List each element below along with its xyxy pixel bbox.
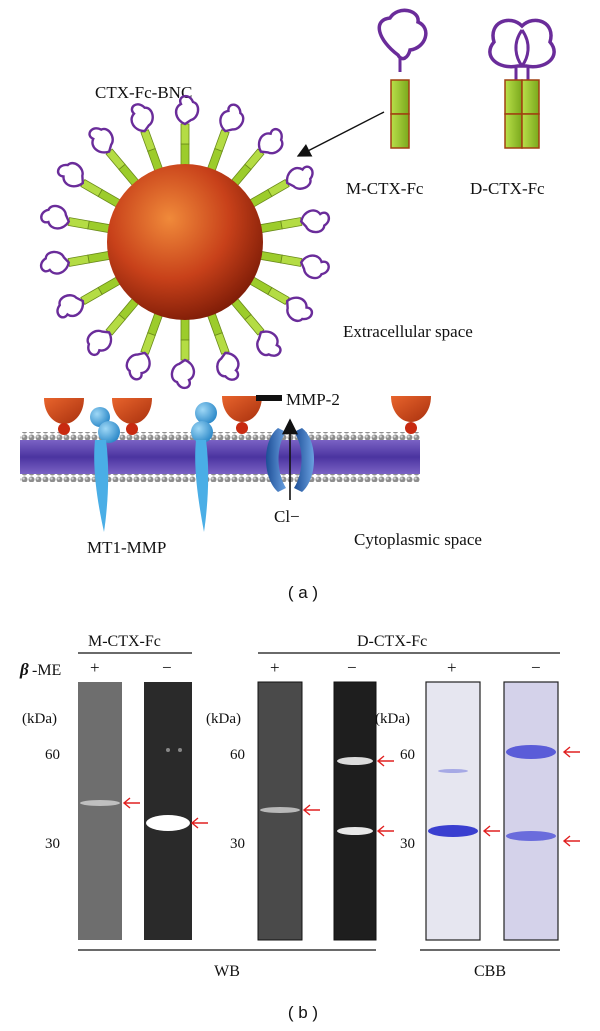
d-group-label: D-CTX-Fc (357, 633, 427, 650)
nanoparticle-core (107, 164, 263, 320)
ctx-fc-conjugates (39, 94, 331, 390)
kda-label-1: (kDa) (22, 711, 57, 727)
d-ctx-fc-label: D-CTX-Fc (470, 179, 545, 198)
cbb-label: CBB (474, 963, 506, 980)
ctx-fc-spike (248, 165, 314, 209)
lane1-plus: + (90, 658, 100, 677)
ctx-fc-spike (88, 127, 140, 187)
band-cbb-nonreduced-60 (506, 745, 556, 759)
ctx-fc-spike (248, 275, 314, 323)
ctx-fc-spike (230, 127, 284, 187)
m-ctx-fc-label: M-CTX-Fc (346, 179, 424, 198)
protein-bands (80, 745, 556, 841)
mmp2-label: MMP-2 (286, 390, 340, 409)
beta-me-label: -ME (32, 662, 61, 679)
mw60-label-1: 60 (45, 747, 60, 763)
mw30-label-1: 30 (45, 836, 60, 852)
ctx-fc-spike (86, 297, 140, 357)
extracellular-label: Extracellular space (343, 322, 473, 341)
ctx-fc-spike (56, 275, 122, 319)
ctx-fc-spike (258, 250, 330, 280)
mmp2-receptors (44, 396, 431, 435)
wb-lane-d-nonreduced (333, 681, 377, 941)
m-group-label: M-CTX-Fc (88, 633, 161, 650)
mt1-mmp-label: MT1-MMP (87, 538, 166, 557)
lane5-plus: + (447, 658, 457, 677)
mw30-label-2: 30 (230, 836, 245, 852)
band-m-reduced (80, 800, 120, 806)
cell-membrane (20, 432, 420, 482)
mw30-label-3: 30 (400, 836, 415, 852)
band-m-nonreduced-30 (146, 815, 190, 831)
mw60-label-3: 60 (400, 747, 415, 763)
wb-lane-m-reduced (78, 682, 122, 940)
ctx-fc-spike (170, 317, 196, 390)
cbb-lane-d-nonreduced (503, 681, 559, 941)
band-cbb-nonreduced-30 (506, 831, 556, 841)
band-d-reduced (260, 807, 300, 813)
wb-lane-m-nonreduced (144, 682, 192, 940)
ctx-fc-spike (258, 209, 331, 234)
d-ctx-fc-glyph (488, 18, 556, 149)
wb-label: WB (214, 963, 240, 980)
lane4-minus: − (347, 658, 357, 677)
ctx-fc-spike (174, 94, 200, 167)
chloride-label: Cl− (274, 507, 300, 526)
band-d-nonreduced-30 (337, 827, 373, 835)
mw60-label-2: 60 (230, 747, 245, 763)
ctx-fc-spike (206, 311, 240, 381)
kda-label-3: (kDa) (375, 711, 410, 727)
lane3-plus: + (270, 658, 280, 677)
ctx-fc-spike (39, 250, 112, 275)
ctx-fc-spike (56, 161, 122, 209)
kda-label-2: (kDa) (206, 711, 241, 727)
blot-lanes (78, 681, 559, 941)
ctx-fc-spike (230, 297, 282, 357)
lane2-minus: − (162, 658, 172, 677)
lane6-minus: − (531, 658, 541, 677)
bnc-label: CTX-Fc-BNC (95, 83, 192, 102)
panel-a-caption: ( a ) (288, 583, 318, 602)
band-d-nonreduced-60 (337, 757, 373, 765)
ctx-fc-spike (130, 103, 164, 173)
ctx-fc-spike (40, 204, 112, 234)
mt1-mmp-proteins (90, 402, 217, 532)
band-arrows (122, 746, 580, 847)
band-cbb-reduced (428, 825, 478, 837)
ctx-fc-spike (206, 103, 245, 173)
ctx-fc-spike (125, 311, 164, 381)
cytoplasmic-label: Cytoplasmic space (354, 530, 482, 549)
panel-b-caption: ( b ) (288, 1003, 318, 1022)
beta-symbol: β (19, 660, 29, 679)
pointer-arrow (296, 111, 385, 157)
m-ctx-fc-glyph (377, 8, 428, 149)
cbb-lane-d-reduced (425, 681, 481, 941)
chloride-channel (266, 418, 314, 500)
